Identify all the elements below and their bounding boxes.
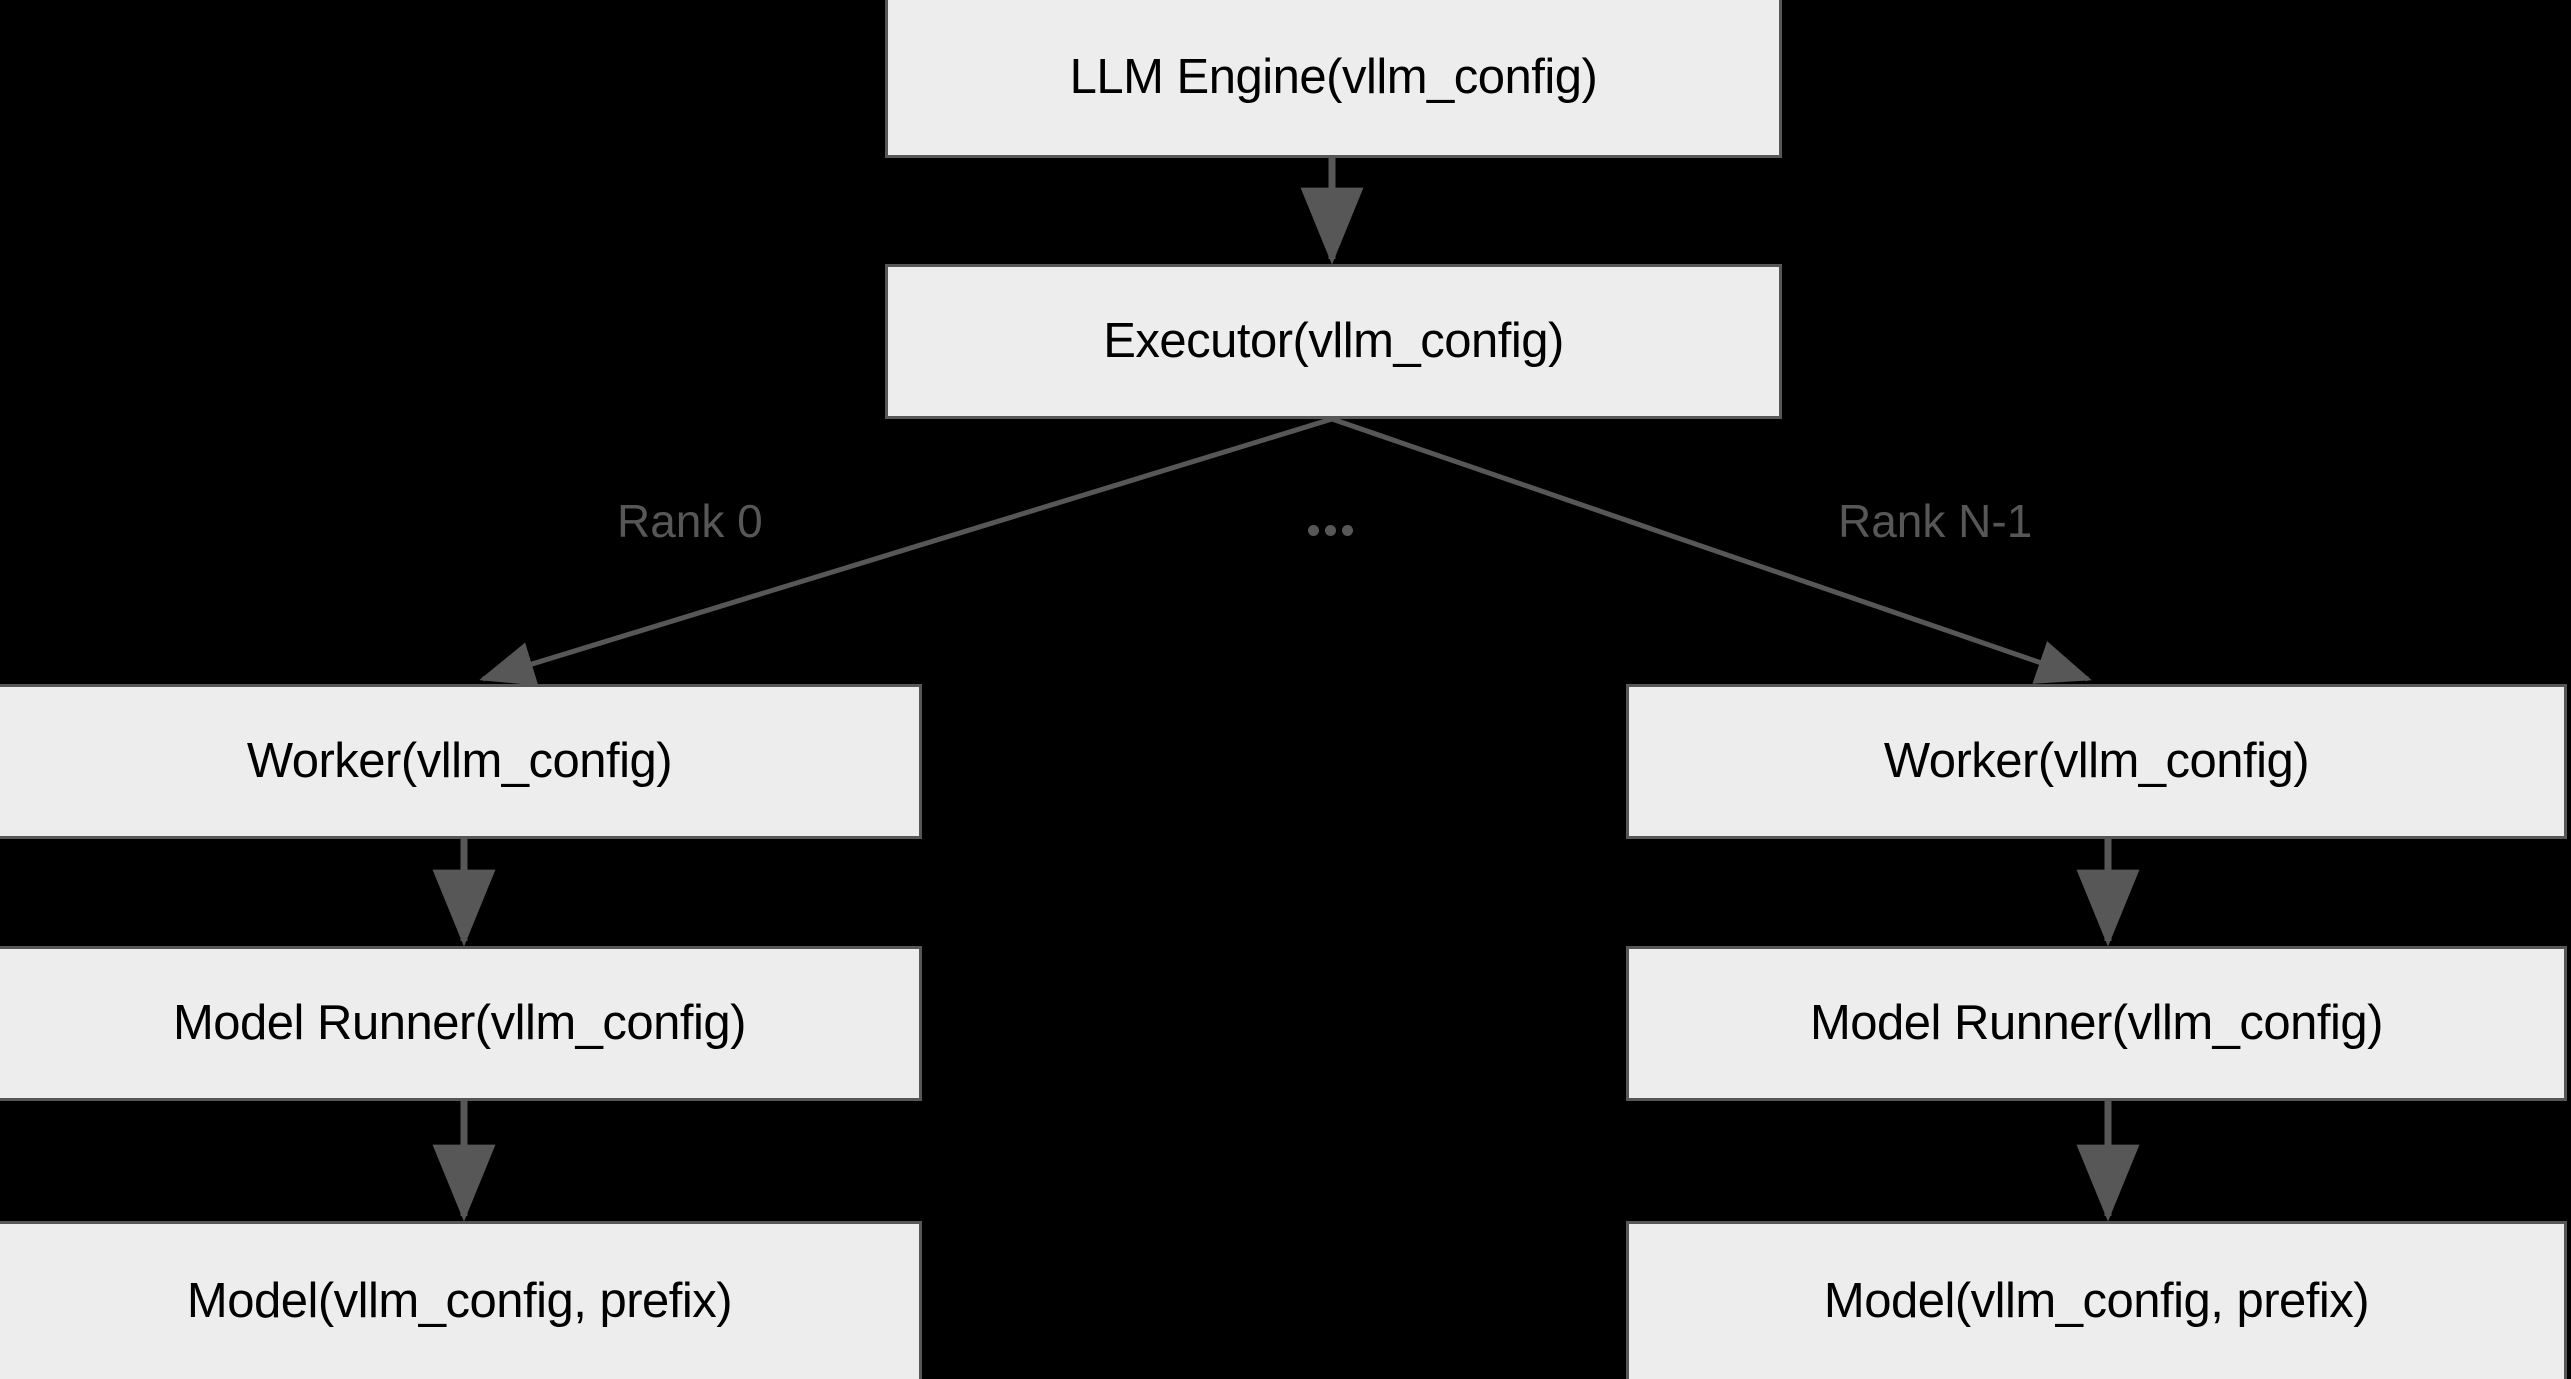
ellipsis-icon [1308,525,1353,536]
edge-executor-to-worker-n [1331,416,2092,684]
node-worker-rank-n-minus-1[interactable]: Worker(vllm_config) [1626,684,2567,839]
edge-executor-to-worker-0 [479,416,1333,686]
node-model-runner-rank-n-minus-1-label: Model Runner(vllm_config) [1809,996,2384,1050]
node-model-rank-0[interactable]: Model(vllm_config, prefix) [0,1221,922,1379]
node-model-rank-n-minus-1-label: Model(vllm_config, prefix) [1823,1274,2370,1328]
ellipsis-dot-2 [1325,525,1336,536]
node-model-runner-rank-0[interactable]: Model Runner(vllm_config) [0,946,922,1101]
node-executor-label: Executor(vllm_config) [1103,314,1564,368]
node-llm-engine[interactable]: LLM Engine(vllm_config) [885,0,1782,158]
node-model-rank-0-label: Model(vllm_config, prefix) [186,1274,733,1328]
ellipsis-dot-3 [1342,525,1353,536]
node-model-runner-rank-0-label: Model Runner(vllm_config) [172,996,747,1050]
node-llm-engine-label: LLM Engine(vllm_config) [1069,50,1598,104]
ellipsis-dot-1 [1308,525,1319,536]
edge-label-rank-0: Rank 0 [617,495,763,547]
node-worker-rank-0-label: Worker(vllm_config) [246,734,673,788]
edge-label-rank-n-minus-1: Rank N-1 [1838,495,2033,547]
node-model-rank-n-minus-1[interactable]: Model(vllm_config, prefix) [1626,1221,2567,1379]
node-worker-rank-n-minus-1-label: Worker(vllm_config) [1883,734,2310,788]
node-executor[interactable]: Executor(vllm_config) [885,264,1782,419]
node-worker-rank-0[interactable]: Worker(vllm_config) [0,684,922,839]
node-model-runner-rank-n-minus-1[interactable]: Model Runner(vllm_config) [1626,946,2567,1101]
